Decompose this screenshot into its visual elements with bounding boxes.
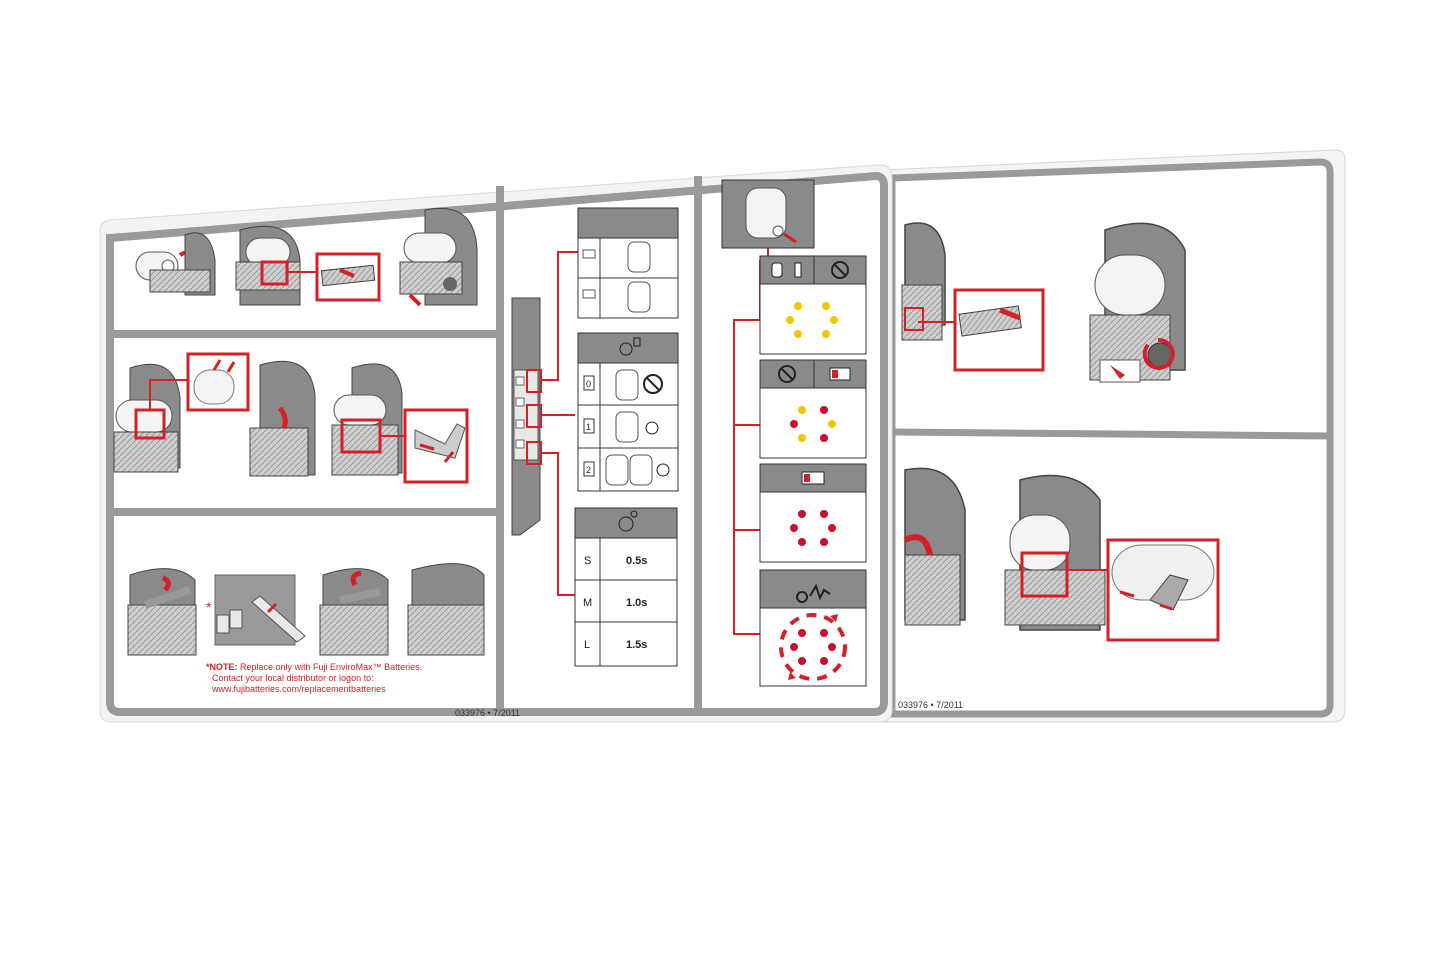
- delay-key-2: 2: [586, 465, 591, 475]
- latch-detail-inset: [1106, 538, 1220, 642]
- length-table: S 0.5s M 1.0s L 1.5s: [574, 507, 678, 667]
- gear-detail-inset: [904, 288, 1045, 372]
- delay-key-0: 0: [586, 379, 591, 389]
- step-1-roll-in-dispenser: [235, 225, 317, 306]
- length-key-m: M: [583, 597, 592, 609]
- note-line-1: *NOTE: Replace only with Fuji EnviroMax™…: [206, 662, 422, 672]
- step-1-gear-inset: [315, 252, 381, 302]
- no-symbol-icon: [778, 365, 796, 383]
- dispenser-open-illustration: [903, 467, 966, 626]
- no-symbol-icon: [643, 374, 663, 394]
- length-key-l: L: [584, 639, 590, 651]
- step-2-roll-position: [113, 363, 188, 473]
- middle-connectors: [541, 251, 578, 596]
- step-1-insert-roll: [135, 232, 216, 296]
- left-part-code: 033976 • 7/2011: [455, 708, 520, 718]
- length-value-s: 0.5s: [626, 555, 647, 567]
- delay-timer-icon: [645, 421, 659, 435]
- battery-asterisk: *: [206, 599, 212, 615]
- paper-mode-table: [577, 207, 679, 319]
- length-value-m: 1.0s: [626, 597, 647, 609]
- paper-jam-icon: [796, 583, 831, 603]
- step-1-feed-paper: [399, 207, 478, 307]
- step-2-latch-inset: [403, 408, 469, 484]
- step-2-load-paper: [331, 363, 405, 476]
- left-sticker: * *NOTE: Replace only with Fuji EnviroMa…: [99, 164, 893, 723]
- step-2-close-cover: [249, 360, 316, 477]
- dispenser-roll-load-illustration: [1004, 474, 1110, 631]
- length-value-l: 1.5s: [626, 639, 647, 651]
- right-part-code: 033976 • 7/2011: [898, 700, 963, 710]
- note-line-2: Contact your local distributor or logon …: [212, 673, 374, 683]
- led-panel-4: [759, 569, 867, 687]
- led-panel-1: [759, 255, 867, 355]
- step-3-open-battery: [127, 568, 197, 656]
- step-3-close-battery: [319, 568, 389, 656]
- step-2-roll-inset: [186, 352, 250, 412]
- step-3-closed-dispenser: [407, 563, 485, 656]
- delay-key-1: 1: [586, 422, 591, 432]
- stopwatch-icon: [618, 516, 634, 532]
- led-panel-3: [759, 463, 867, 563]
- dispenser-side-panel: [511, 297, 542, 536]
- roll-to-stub-icon: [771, 262, 783, 278]
- length-key-s: S: [584, 555, 591, 567]
- timer-icon: [619, 342, 633, 356]
- hang-paper-icon: [582, 249, 596, 259]
- sensor-header: [721, 179, 815, 249]
- note-line-3: www.fujibatteries.com/replacementbatteri…: [211, 684, 386, 694]
- dispenser-full-roll-illustration: [1089, 222, 1186, 383]
- no-hang-icon: [582, 289, 596, 299]
- battery-inset: *: [206, 574, 306, 646]
- delay-table: 0 1 2: [577, 332, 679, 492]
- led-panel-2: [759, 359, 867, 459]
- right-sticker: 033976 • 7/2011: [879, 149, 1346, 723]
